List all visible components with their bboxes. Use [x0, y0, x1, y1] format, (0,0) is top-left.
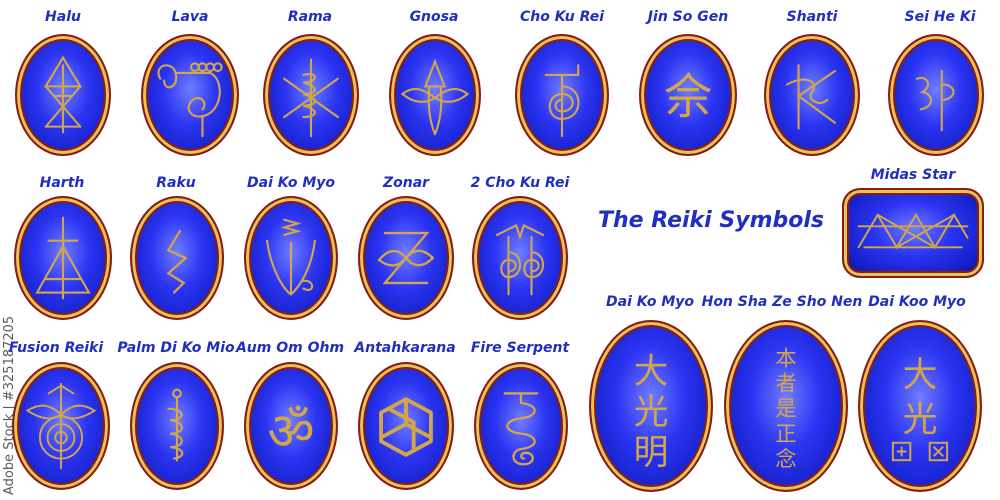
svg-text:ॐ: ॐ [267, 402, 314, 462]
kanji-sho: 正 [775, 422, 796, 447]
gnosa-symbol-icon [400, 58, 470, 136]
raku-symbol-icon [166, 230, 188, 294]
medal-rama [263, 34, 359, 156]
medal-harth [14, 196, 112, 320]
label-fusion-reiki: Fusion Reiki [8, 340, 104, 356]
shanti-symbol-icon [786, 64, 837, 130]
medal-2-cho-ku-rei [472, 196, 568, 320]
label-shanti: Shanti [786, 9, 838, 25]
medal-gnosa [389, 34, 481, 156]
label-antahkarana: Antahkarana [354, 340, 456, 356]
kanji-dai: 大 [634, 352, 669, 392]
label-halu: Halu [45, 9, 81, 25]
cho-ku-rei-symbol-icon [544, 64, 580, 138]
kanji-ze: 是 [775, 397, 796, 422]
zonar-symbol-icon [377, 231, 435, 285]
palm-di-ko-mio-symbol-icon [167, 388, 184, 462]
page-title: The Reiki Symbols [598, 208, 824, 233]
dai-koo-myo-kanji-icon: 大 光 [891, 356, 949, 462]
label-zonar: Zonar [382, 175, 430, 191]
medal-sei-he-ki [888, 34, 984, 156]
svg-text:佘: 佘 [664, 69, 712, 125]
lava-symbol-icon [157, 62, 223, 138]
label-fire-serpent: Fire Serpent [470, 340, 570, 356]
midas-star-symbol-icon [857, 212, 969, 250]
medal-fusion-reiki [12, 362, 110, 490]
label-lava: Lava [171, 9, 209, 25]
medal-antahkarana [358, 362, 454, 490]
medal-dai-koo-myo: 大 光 [858, 320, 982, 492]
harth-symbol-icon [35, 216, 91, 300]
medal-fire-serpent [474, 362, 568, 490]
medal-lava [141, 34, 239, 156]
label-2-cho-ku-rei: 2 Cho Ku Rei [470, 175, 570, 191]
fire-serpent-symbol-icon [503, 392, 539, 466]
rama-symbol-icon [283, 58, 339, 138]
medal-palm-di-ko-mio [130, 362, 224, 490]
double-cho-ku-rei-symbol-icon [495, 223, 545, 296]
jin-so-gen-symbol-icon: 佘 [664, 69, 712, 125]
label-dai-ko-myo-1: Dai Ko Myo [247, 175, 335, 191]
medal-raku [130, 196, 224, 320]
label-harth: Harth [39, 175, 85, 191]
label-cho-ku-rei: Cho Ku Rei [519, 9, 605, 25]
label-dai-ko-myo-2: Dai Ko Myo [606, 294, 694, 310]
label-raku: Raku [156, 175, 196, 191]
medal-zonar [358, 196, 454, 320]
label-palm-di-ko-mio: Palm Di Ko Mio [117, 340, 235, 356]
medal-shanti [764, 34, 860, 156]
label-gnosa: Gnosa [409, 9, 459, 25]
kanji-ko: 光 [634, 392, 669, 432]
medal-dai-ko-myo-2: 大 光 明 [589, 320, 713, 492]
label-jin-so-gen: Jin So Gen [647, 9, 729, 25]
label-aum-om-ohm: Aum Om Ohm [235, 340, 345, 356]
label-hon-sha-ze-sho-nen: Hon Sha Ze Sho Nen [701, 294, 863, 310]
kanji-hon: 本 [775, 346, 796, 371]
antahkarana-symbol-icon [379, 397, 433, 457]
om-symbol-icon: ॐ [267, 402, 314, 462]
medal-cho-ku-rei [515, 34, 609, 156]
halu-symbol-icon [43, 55, 83, 134]
kanji-sha: 者 [775, 372, 796, 397]
medal-halu [15, 34, 111, 156]
label-dai-koo-myo: Dai Koo Myo [868, 294, 966, 310]
medal-dai-ko-myo-1 [244, 196, 338, 320]
medal-aum-om-ohm: ॐ [244, 362, 338, 490]
medal-midas-star [842, 188, 984, 278]
kanji-dai-2: 大 [903, 356, 938, 396]
medal-jin-so-gen: 佘 [639, 34, 737, 156]
fusion-reiki-symbol-icon [25, 382, 97, 470]
dai-ko-myo-kanji-icon: 大 光 明 [634, 352, 669, 473]
dai-ko-myo-symbol-icon [266, 218, 316, 296]
label-rama: Rama [287, 9, 333, 25]
label-sei-he-ki: Sei He Ki [904, 9, 976, 25]
kanji-nen: 念 [775, 447, 796, 472]
kanji-koo: 光 [903, 400, 938, 440]
hon-sha-ze-sho-nen-kanji-icon: 本 者 是 正 念 [775, 346, 796, 472]
label-midas-star: Midas Star [870, 167, 956, 183]
sei-he-ki-symbol-icon [915, 69, 955, 132]
medal-hon-sha-ze-sho-nen: 本 者 是 正 念 [724, 320, 848, 492]
kanji-myo: 明 [634, 433, 669, 473]
